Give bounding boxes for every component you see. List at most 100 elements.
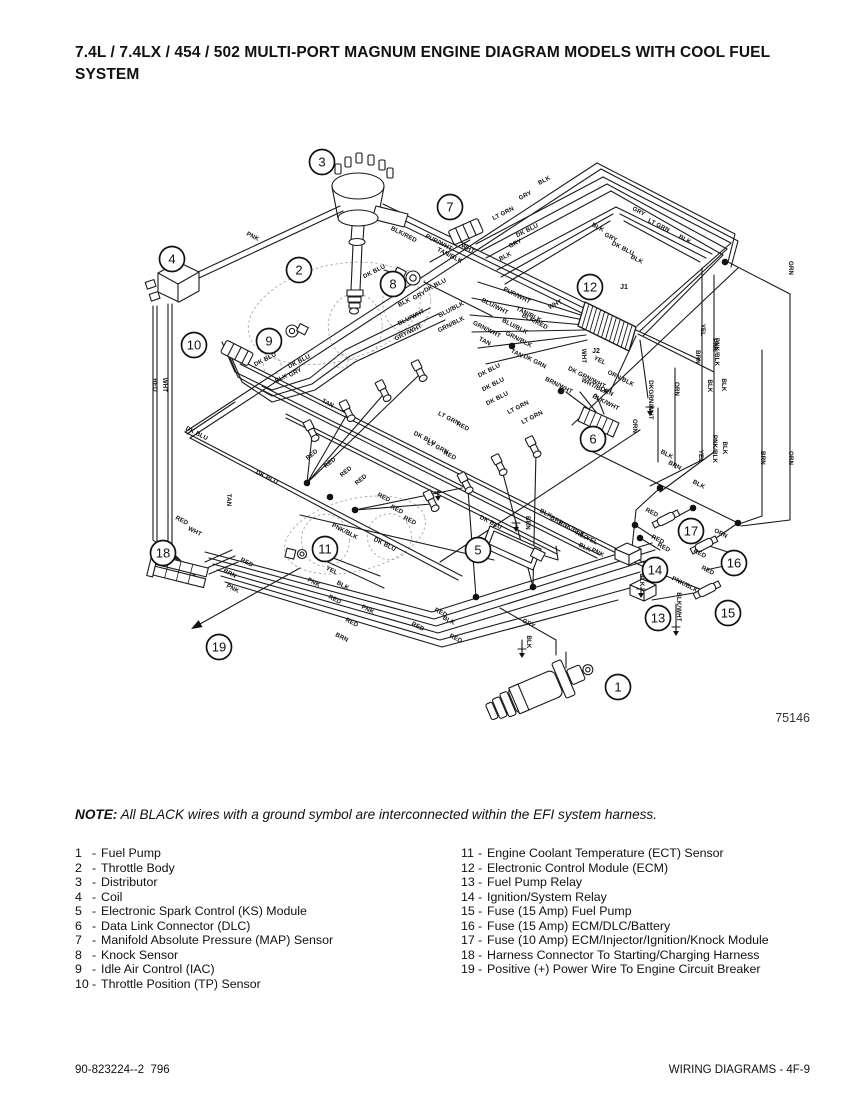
wire-label: RED xyxy=(323,456,338,470)
wire xyxy=(306,435,313,484)
page-title: 7.4L / 7.4LX / 454 / 502 MULTI-PORT MAGN… xyxy=(75,42,795,85)
fuel-pump xyxy=(485,659,594,721)
wire xyxy=(184,431,463,577)
wire-label: BLU/WHT xyxy=(397,308,426,328)
wire xyxy=(579,391,597,413)
junction-dot xyxy=(557,387,565,395)
callout-13: 13 xyxy=(644,604,672,632)
wire xyxy=(382,203,597,309)
wire xyxy=(261,385,601,556)
wire-label: RED xyxy=(700,565,715,578)
wire-label: BLK xyxy=(441,615,456,627)
page-title-line2: SYSTEM xyxy=(75,65,140,83)
legend-item-1: 1-Fuel Pump xyxy=(75,846,161,860)
note-text: NOTE: All BLACK wires with a ground symb… xyxy=(75,807,795,822)
wire xyxy=(651,591,701,601)
wire-label: YEL xyxy=(697,450,704,462)
figure-number: 75146 xyxy=(775,711,810,725)
legend-item-19: 19-Positive (+) Power Wire To Engine Cir… xyxy=(461,962,761,977)
wire xyxy=(565,391,591,411)
fuel-injector xyxy=(456,471,474,495)
wire-label: DK BLU xyxy=(477,362,502,379)
wire xyxy=(610,190,724,256)
wire xyxy=(208,549,656,620)
wire xyxy=(659,451,715,493)
wire-label: PNK xyxy=(711,338,718,352)
wire-label: BLK xyxy=(659,449,674,461)
callout-12: 12 xyxy=(576,273,604,301)
ignition-coil xyxy=(144,261,200,303)
callout-14: 14 xyxy=(641,556,669,584)
callout-18: 18 xyxy=(149,539,177,567)
wire-label: BLK xyxy=(721,441,728,454)
junction-dot xyxy=(636,534,644,542)
wire xyxy=(306,395,383,484)
fuse-holder xyxy=(692,580,722,600)
wire-label: PNK/BLK xyxy=(713,338,720,367)
wire-label: GRN/WHT xyxy=(472,320,502,340)
callout-number: 3 xyxy=(318,155,325,170)
callout-19: 19 xyxy=(205,633,233,661)
legend-item-2: 2-Throttle Body xyxy=(75,860,175,875)
ground-symbol xyxy=(671,624,681,636)
legend-item-14: 14-Ignition/System Relay xyxy=(461,889,607,904)
wire xyxy=(471,329,586,333)
wire xyxy=(216,569,641,634)
wire-label: BLK xyxy=(720,378,727,391)
wire-label: DKGRN/WHT xyxy=(647,380,654,420)
dlc-connector xyxy=(577,406,620,438)
wire-label: PNK xyxy=(245,231,260,244)
junction-dot xyxy=(529,583,537,591)
callout-number: 4 xyxy=(168,252,175,267)
wire-label: BLK xyxy=(629,254,644,266)
ground-symbol xyxy=(645,404,655,416)
wire-label: DK GRN xyxy=(522,353,548,371)
fuel-injector xyxy=(302,419,320,443)
wire xyxy=(634,524,656,539)
relay xyxy=(614,542,642,566)
wire-label: RED xyxy=(455,421,470,434)
wire xyxy=(619,213,707,259)
legend-item-13: 13-Fuel Pump Relay xyxy=(461,875,583,890)
junction-dot xyxy=(351,506,359,514)
fuel-injector xyxy=(374,379,392,403)
wire xyxy=(504,220,611,285)
wire xyxy=(649,459,703,487)
footer-section-title: WIRING DIAGRAMS - 4F-9 xyxy=(668,1064,810,1076)
wire-label: RED xyxy=(376,492,391,505)
wire xyxy=(186,401,236,435)
wire xyxy=(189,437,459,581)
wire-label: WHT xyxy=(187,525,203,538)
callout-number: 19 xyxy=(212,640,226,655)
callout-3: 3 xyxy=(308,148,336,176)
wire xyxy=(639,537,661,551)
wire-label: RED xyxy=(354,473,369,487)
wire xyxy=(631,487,661,549)
fuel-injector xyxy=(410,359,428,383)
callout-8: 8 xyxy=(379,270,407,298)
wire-label: PNK xyxy=(306,577,321,590)
wire xyxy=(738,515,763,525)
legend-item-8: 8-Knock Sensor xyxy=(75,947,179,962)
wire xyxy=(477,281,585,317)
callout-number: 9 xyxy=(265,334,272,349)
wire xyxy=(374,211,589,317)
junction-dot xyxy=(472,593,480,601)
wire-label: GRY xyxy=(631,205,647,218)
wire-label: PNK xyxy=(225,583,240,596)
wire xyxy=(152,305,188,567)
callout-number: 8 xyxy=(389,277,396,292)
wire xyxy=(642,254,724,337)
wire xyxy=(740,519,791,527)
junction-dot xyxy=(721,258,729,266)
wire xyxy=(637,333,715,373)
wire-label: DK BLU xyxy=(485,390,510,407)
wire xyxy=(544,545,559,561)
wire xyxy=(229,319,446,403)
fuel-injector xyxy=(524,435,542,459)
callout-2: 2 xyxy=(285,256,313,284)
iac-valve xyxy=(285,323,309,338)
wire xyxy=(306,415,347,484)
